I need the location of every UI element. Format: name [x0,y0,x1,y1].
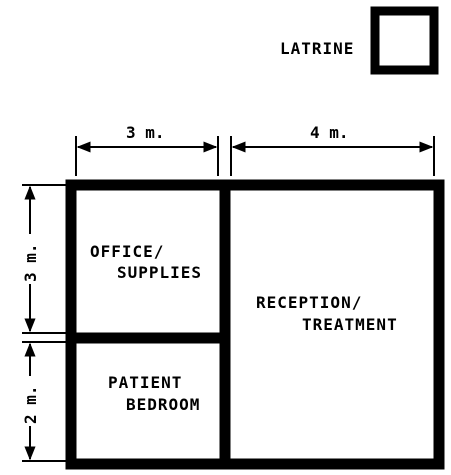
dim-left-upper-label: 3 m. [21,243,40,282]
building [65,179,445,470]
room-reception-line2: TREATMENT [302,315,398,334]
latrine-label: LATRINE [280,39,354,58]
dim-top-right-label: 4 m. [310,123,349,142]
outer-wall [65,179,445,470]
dimension-left-upper: 3 m. [18,184,66,334]
latrine: LATRINE [280,6,439,75]
dimension-top-left: 3 m. [75,122,219,176]
room-reception-line1: RECEPTION/ [256,293,362,312]
room-bedroom-line2: BEDROOM [126,395,200,414]
dim-left-lower-label: 2 m. [21,385,40,424]
dimension-left-lower: 2 m. [18,341,66,462]
room-reception-treatment: RECEPTION/ TREATMENT [256,293,398,334]
room-bedroom-line1: PATIENT [108,373,182,392]
dim-top-left-label: 3 m. [126,123,165,142]
room-patient-bedroom: PATIENT BEDROOM [108,373,200,414]
room-office-supplies: OFFICE/ SUPPLIES [90,242,202,282]
dimension-top-right: 4 m. [230,122,435,176]
room-office-line2: SUPPLIES [117,263,202,282]
room-office-line1: OFFICE/ [90,242,164,261]
latrine-square [370,6,439,75]
